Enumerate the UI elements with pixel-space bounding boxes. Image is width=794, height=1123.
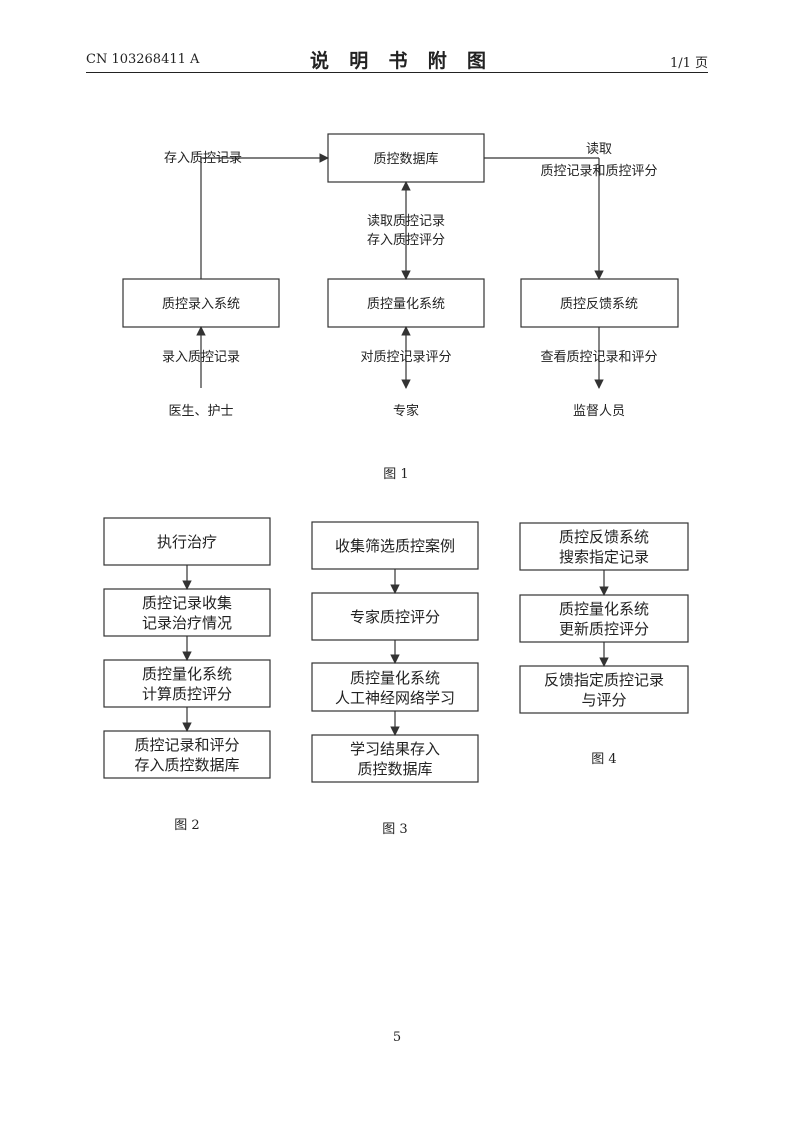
actor-experts: 专家 <box>393 403 419 419</box>
fig3-step-text: 收集筛选质控案例 <box>335 537 455 555</box>
fig4-step-text: 搜索指定记录 <box>559 548 649 566</box>
page-number: 5 <box>392 1030 402 1045</box>
fig4-caption: 图 4 <box>591 752 616 767</box>
fig2-step-text: 计算质控评分 <box>142 685 232 703</box>
fig3-step-text: 专家质控评分 <box>350 608 440 626</box>
fig3-step-text: 质控数据库 <box>357 760 432 778</box>
fig4-step-text: 反馈指定质控记录 <box>544 671 664 689</box>
fig2-step-text: 执行治疗 <box>157 533 217 551</box>
header-title-char: 说 <box>310 50 330 72</box>
actor-doctors-nurses: 医生、护士 <box>168 404 233 419</box>
entry-system-label: 质控录入系统 <box>162 297 240 312</box>
quant-edge-label-line2: 存入质控评分 <box>367 233 445 248</box>
feedback-system-label: 质控反馈系统 <box>560 297 638 312</box>
fig2-step-text: 质控量化系统 <box>142 665 232 683</box>
fig4-step-text: 与评分 <box>581 691 626 709</box>
document-number: CN 103268411 A <box>86 52 200 67</box>
score-record-label: 对质控记录评分 <box>360 350 451 365</box>
fig2-step-text: 存入质控数据库 <box>134 756 239 774</box>
fig4-step-text: 质控反馈系统 <box>559 528 649 546</box>
fig3-step-text: 学习结果存入 <box>350 740 440 758</box>
read-label-line1: 读取 <box>586 142 612 157</box>
quant-system-label: 质控量化系统 <box>367 297 445 312</box>
header-title: 说 明 书 附 图 <box>310 46 486 73</box>
fig3-caption: 图 3 <box>382 822 407 837</box>
fig2-caption: 图 2 <box>174 818 199 833</box>
header-rule <box>86 72 708 73</box>
fig4-step-text: 质控量化系统 <box>559 600 649 618</box>
fig2-step-text: 质控记录收集 <box>142 594 232 612</box>
fig3-step-text: 质控量化系统 <box>350 669 440 687</box>
store-record-label: 存入质控记录 <box>164 151 242 166</box>
header-title-char: 附 <box>427 50 447 72</box>
read-label-line2: 质控记录和质控评分 <box>540 164 657 179</box>
page-of-indicator: 1/1 页 <box>670 56 709 71</box>
fig2-step-text: 记录治疗情况 <box>142 614 232 632</box>
fig3-step-text: 人工神经网络学习 <box>335 689 455 707</box>
view-record-label: 查看质控记录和评分 <box>540 349 657 365</box>
fig1-caption: 图 1 <box>383 467 408 482</box>
quant-edge-label-line1: 读取质控记录 <box>367 214 445 229</box>
database-label: 质控数据库 <box>373 151 438 167</box>
fig4-step-text: 更新质控评分 <box>559 620 649 638</box>
header-title-char: 明 <box>349 50 369 72</box>
actor-supervisors: 监督人员 <box>573 404 625 419</box>
header-title-char: 图 <box>466 50 486 72</box>
enter-record-label: 录入质控记录 <box>162 350 240 365</box>
fig2-step-text: 质控记录和评分 <box>134 736 239 754</box>
header-title-char: 书 <box>388 50 408 72</box>
